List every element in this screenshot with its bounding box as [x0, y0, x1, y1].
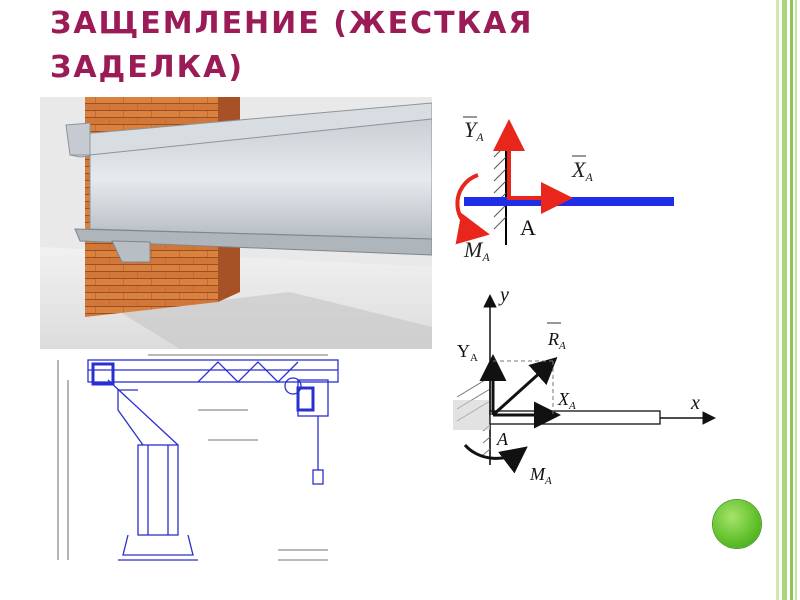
fixed-wall-hatching — [493, 135, 507, 245]
beam-in-wall-illustration — [40, 97, 432, 349]
y-axis-label: y — [498, 285, 509, 306]
green-circle-decoration — [713, 500, 761, 548]
svg-text:MA: MA — [529, 464, 552, 487]
x-reaction-sub: A — [568, 400, 576, 412]
beam — [464, 197, 674, 206]
y-reaction-sub: A — [470, 352, 478, 364]
moment-sub: A — [544, 475, 552, 487]
moment-sub: A — [481, 250, 490, 264]
svg-text:YA: YA — [457, 341, 478, 364]
resultant-reaction-diagram: y x YA RA XA A MA — [453, 285, 716, 487]
svg-text:XA: XA — [557, 389, 576, 412]
moment-label: M — [463, 237, 484, 262]
svg-text:XA: XA — [571, 157, 593, 184]
moment-arrow — [463, 443, 528, 474]
y-reaction-label: Y — [464, 117, 479, 142]
y-reaction-label: Y — [457, 341, 470, 361]
beam-bottom-flange — [74, 228, 432, 256]
beam — [489, 410, 661, 425]
x-axis-label: x — [690, 392, 700, 414]
resultant-arrow — [491, 356, 558, 417]
x-reaction-label: X — [571, 157, 587, 182]
point-a-label: A — [520, 215, 536, 240]
x-reaction-sub: A — [584, 170, 593, 184]
slide-title: ЗАЩЕМЛЕНИЕ (ЖЕСТКАЯ ЗАДЕЛКА) — [50, 2, 730, 90]
decorative-side-stripes — [766, 0, 800, 600]
reaction-forces-diagram: YA XA MA A — [455, 116, 674, 264]
jib-crane-drawing — [48, 350, 348, 568]
moment-arrow — [455, 173, 490, 245]
point-a-label: A — [496, 429, 509, 449]
x-reaction-label: X — [557, 389, 570, 409]
y-reaction-sub: A — [475, 130, 484, 144]
title-line-1: ЗАЩЕМЛЕНИЕ (ЖЕСТКАЯ — [50, 6, 534, 41]
svg-text:YA: YA — [464, 117, 484, 144]
resultant-sub: A — [558, 340, 566, 352]
beam-web — [89, 118, 432, 240]
resultant-label: R — [547, 329, 559, 349]
title-line-2: ЗАДЕЛКА) — [50, 50, 245, 85]
moment-label: M — [529, 464, 546, 484]
svg-text:MA: MA — [463, 237, 490, 264]
svg-text:RA: RA — [547, 329, 566, 352]
